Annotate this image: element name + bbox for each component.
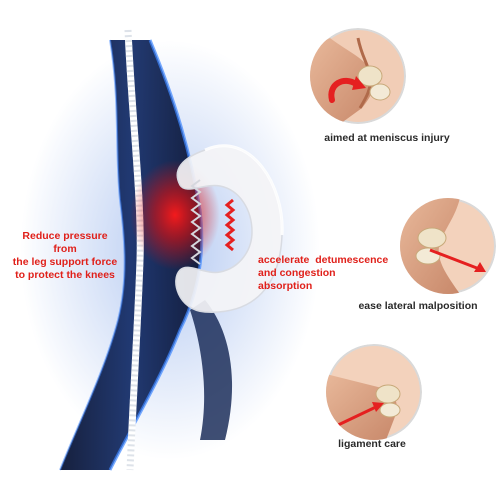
knee-joint-lateral-icon bbox=[400, 198, 496, 294]
meniscus-circle bbox=[310, 28, 406, 124]
feature-caption-lateral: ease lateral malposition bbox=[358, 300, 478, 312]
detumescence-caption-line-1: accelerate detumescence bbox=[258, 254, 389, 266]
lateral-circle bbox=[400, 198, 496, 294]
detumescence-caption: accelerate detumescence and congestion a… bbox=[258, 254, 388, 293]
feature-caption-meniscus: aimed at meniscus injury bbox=[324, 132, 450, 144]
ligament-circle bbox=[326, 344, 422, 440]
support-caption-line-3: to protect the knees bbox=[15, 269, 115, 282]
knee-joint-rotation-icon bbox=[310, 28, 406, 124]
support-caption-line-2: the leg support force bbox=[12, 256, 118, 269]
support-caption: Reduce pressure from the leg support for… bbox=[10, 230, 120, 283]
knee-ligament-icon bbox=[326, 344, 422, 440]
support-caption-line-1: Reduce pressure from bbox=[22, 230, 108, 256]
detumescence-caption-line-2: and congestion absorption bbox=[258, 267, 336, 293]
feature-caption-ligament: ligament care bbox=[338, 438, 406, 450]
